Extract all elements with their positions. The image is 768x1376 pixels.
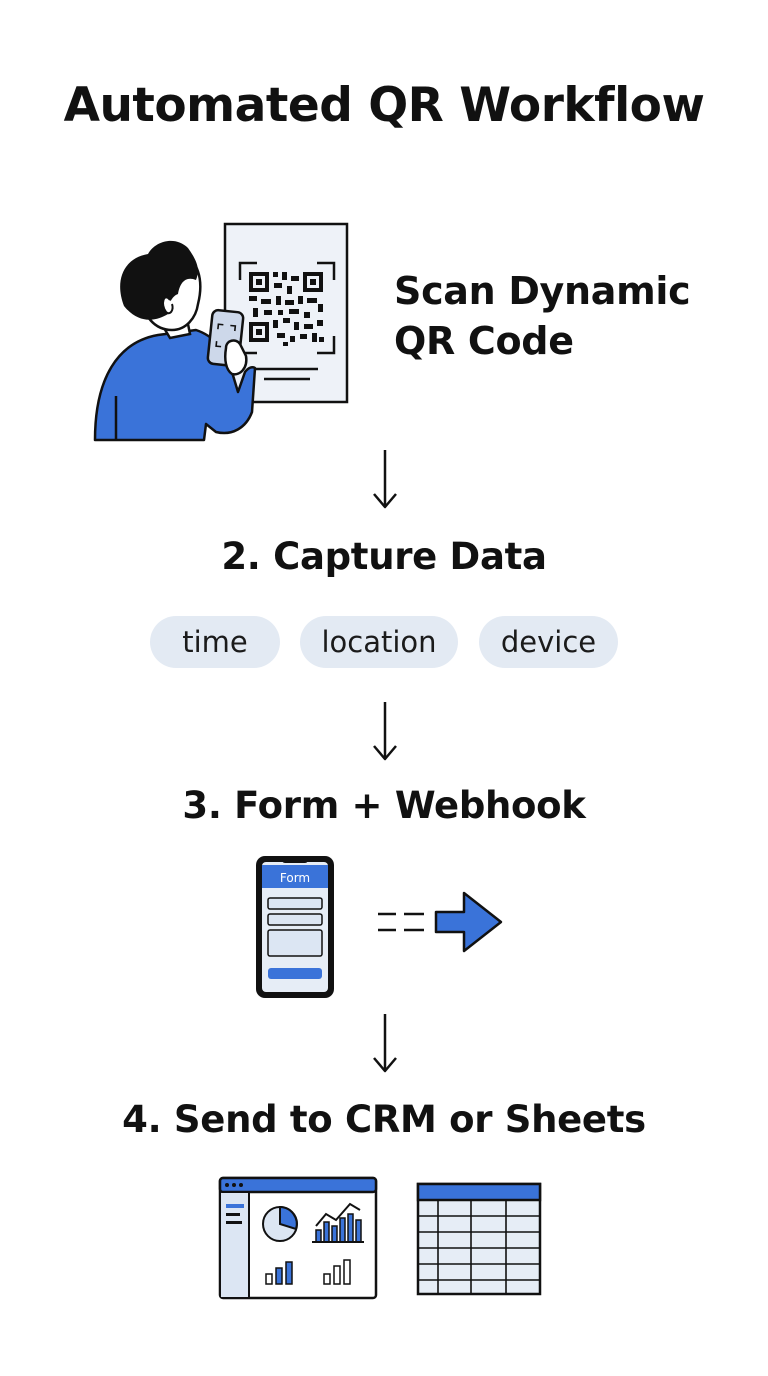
chip-device: device	[479, 616, 618, 668]
step-1-label-line2: QR Code	[394, 319, 574, 363]
step-4-heading: 4. Send to CRM or Sheets	[122, 1098, 646, 1141]
step-2-heading: 2. Capture Data	[221, 535, 547, 578]
webhook-arrow-icon	[378, 891, 503, 953]
down-arrow-icon	[373, 1014, 397, 1073]
down-arrow-icon	[373, 450, 397, 509]
step-1-label: Scan Dynamic QR Code	[394, 266, 734, 366]
crm-dashboard-icon	[218, 1176, 378, 1300]
chip-time: time	[150, 616, 280, 668]
phone-form-icon	[256, 856, 334, 998]
step-1-label-line1: Scan Dynamic	[394, 269, 691, 313]
step-3-heading: 3. Form + Webhook	[182, 784, 586, 827]
phone-form-header: Form	[279, 871, 311, 885]
spreadsheet-icon	[416, 1182, 542, 1296]
diagram-title: Automated QR Workflow	[63, 78, 705, 133]
down-arrow-icon	[373, 702, 397, 761]
chip-location: location	[300, 616, 458, 668]
